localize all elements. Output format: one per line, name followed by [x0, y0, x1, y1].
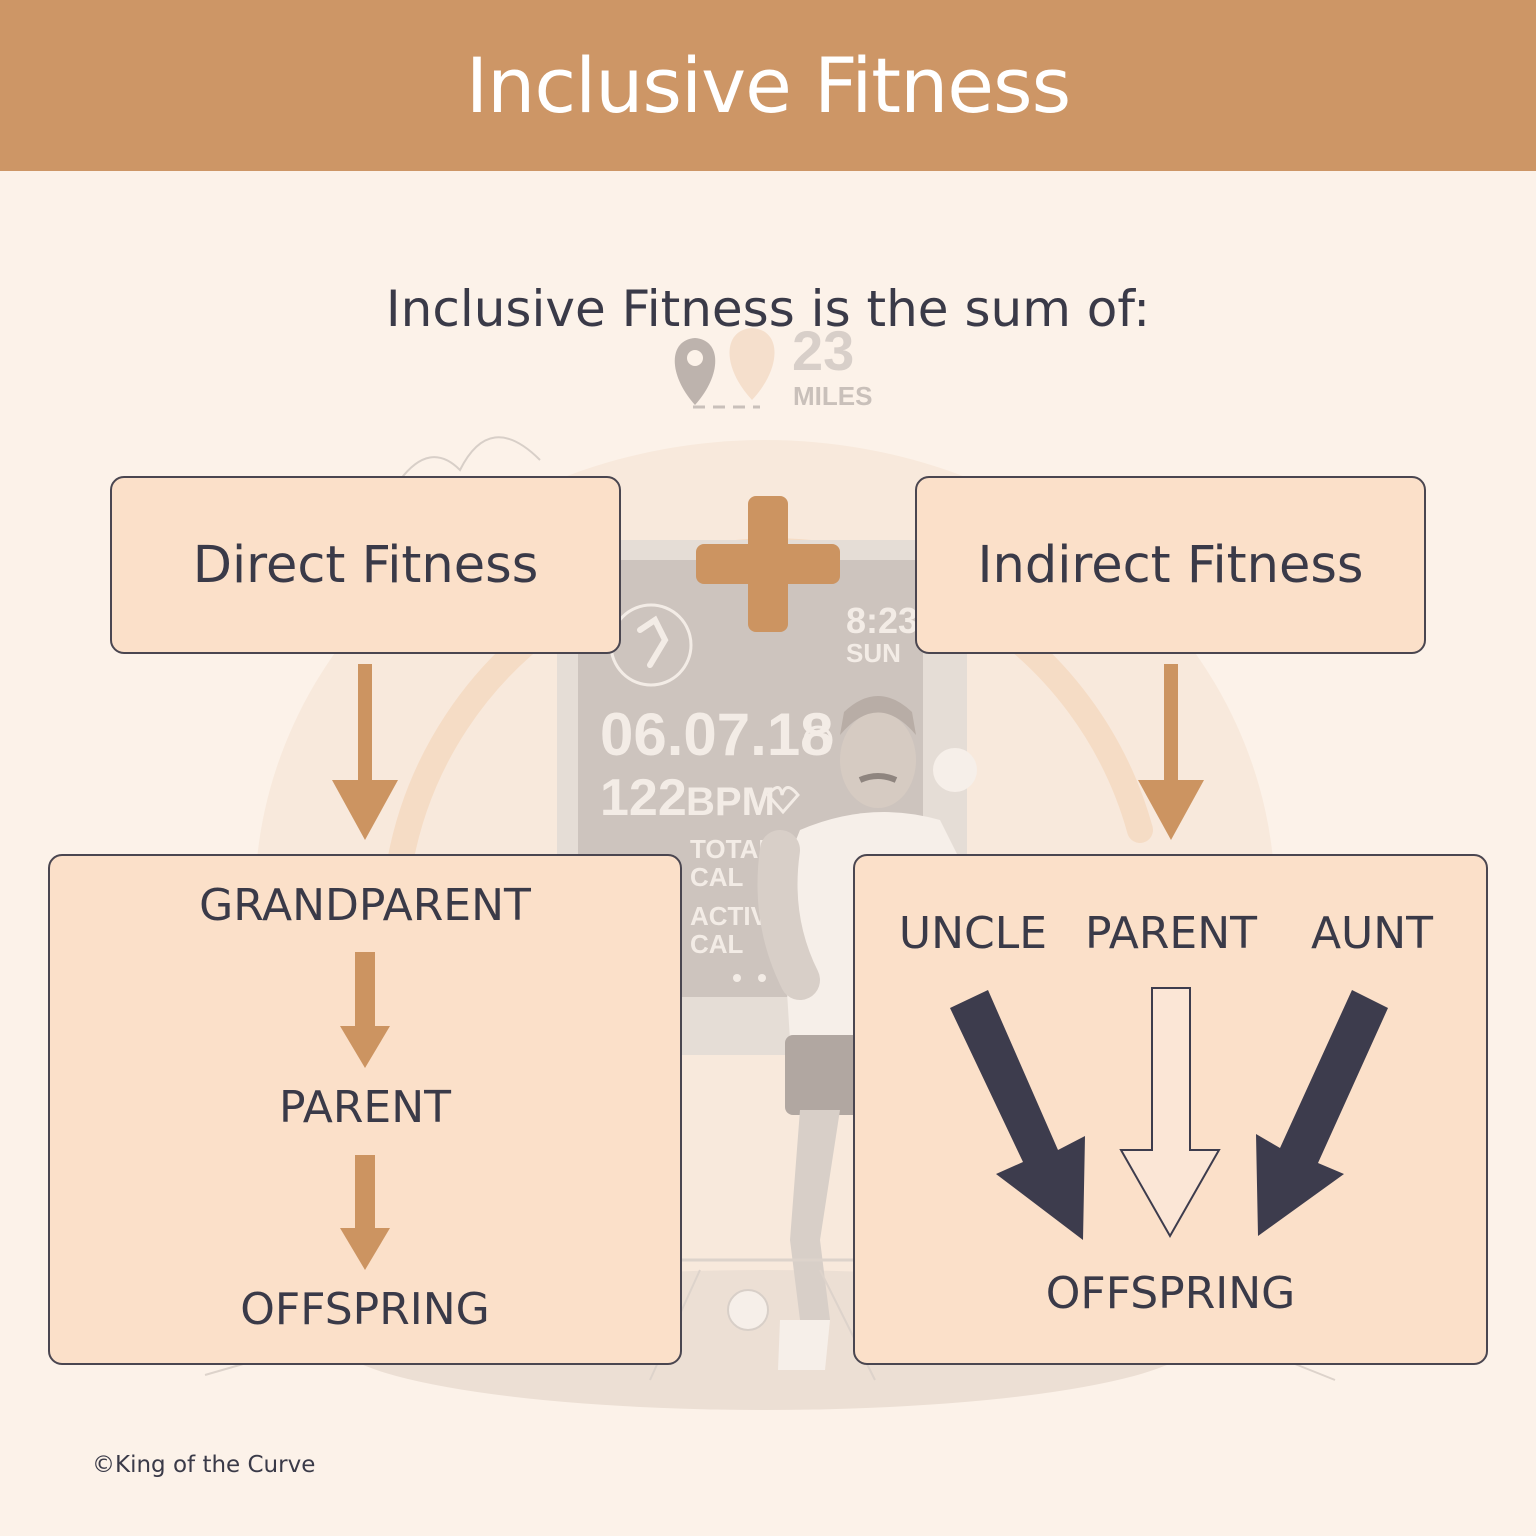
watch-bpm-unit: BPM	[686, 780, 775, 824]
relative-parent: PARENT	[1085, 908, 1257, 959]
indirect-fitness-title: Indirect Fitness	[977, 536, 1364, 595]
indirect-fitness-box: Indirect Fitness	[915, 476, 1426, 654]
watch-bpm-value: 122	[600, 769, 687, 827]
direct-fitness-title: Direct Fitness	[192, 536, 539, 595]
direct-lineage-box	[48, 854, 682, 1365]
page-title: Inclusive Fitness	[465, 41, 1071, 130]
indirect-offspring: OFFSPRING	[1045, 1268, 1296, 1319]
lineage-grandparent: GRANDPARENT	[199, 880, 531, 931]
watch-date: 06.07.18	[600, 701, 834, 768]
watch-total-cal-2: CAL	[690, 862, 744, 892]
distance-value: 23	[792, 319, 854, 382]
watch-day: SUN	[846, 638, 901, 668]
direct-fitness-box: Direct Fitness	[110, 476, 621, 654]
lineage-parent: PARENT	[279, 1082, 451, 1133]
header-bar: Inclusive Fitness	[0, 0, 1536, 171]
distance-unit: MILES	[793, 381, 872, 411]
relative-uncle: UNCLE	[898, 908, 1048, 959]
relative-aunt: AUNT	[1310, 908, 1434, 959]
lineage-offspring: OFFSPRING	[240, 1284, 490, 1335]
watch-time: 8:23	[846, 600, 918, 641]
watch-active-cal-2: CAL	[690, 929, 744, 959]
copyright: ©King of the Curve	[92, 1452, 316, 1478]
subtitle: Inclusive Fitness is the sum of:	[385, 280, 1151, 338]
